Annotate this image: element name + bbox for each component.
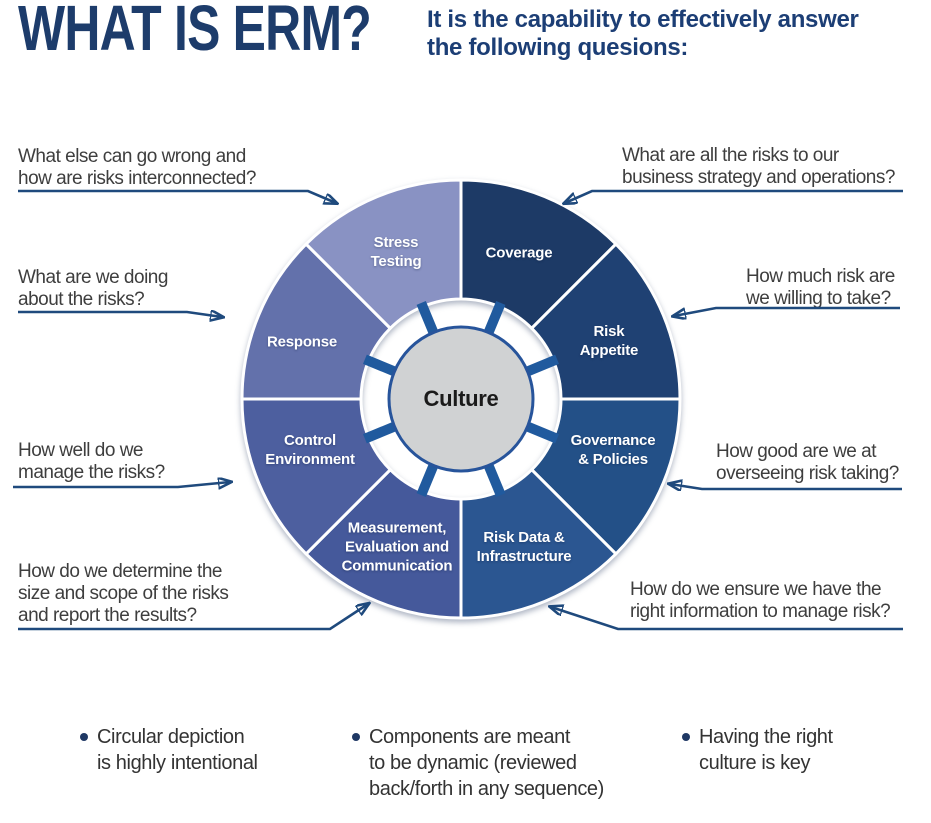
label-line: Appetite bbox=[579, 342, 639, 359]
label-response: Response bbox=[267, 333, 337, 352]
label-line: Risk Data & bbox=[483, 529, 565, 546]
question-line: how are risks interconnected? bbox=[18, 168, 256, 189]
question-line: What else can go wrong and bbox=[18, 146, 246, 167]
footnote-line: back/forth in any sequence) bbox=[369, 778, 604, 800]
footnote-line: to be dynamic (reviewed bbox=[369, 752, 577, 774]
question-line: overseeing risk taking? bbox=[716, 463, 899, 484]
label-line: Control bbox=[284, 432, 336, 449]
question-line: right information to manage risk? bbox=[630, 601, 891, 622]
segment-stress-testing bbox=[304, 178, 463, 330]
question-line: business strategy and operations? bbox=[622, 167, 895, 188]
question-line: What are we doing bbox=[18, 267, 168, 288]
question-line: and report the results? bbox=[18, 605, 197, 626]
bullet-icon bbox=[352, 733, 360, 741]
label-line: Environment bbox=[265, 451, 355, 468]
label-line: Coverage bbox=[485, 244, 553, 262]
question-line: How well do we bbox=[18, 440, 143, 461]
question-doing-about-risks: What are we doing about the risks? bbox=[18, 267, 168, 311]
label-governance-policies: Governance & Policies bbox=[571, 431, 656, 469]
footnote-culture-key: Having the right culture is key bbox=[682, 724, 833, 776]
bullet-icon bbox=[80, 733, 88, 741]
label-stress-testing: Stress Testing bbox=[371, 233, 422, 271]
footnote-dynamic: Components are meant to be dynamic (revi… bbox=[352, 724, 604, 802]
question-manage-risks: How well do we manage the risks? bbox=[18, 440, 165, 484]
question-size-scope: How do we determine the size and scope o… bbox=[18, 561, 229, 627]
culture-circle bbox=[387, 325, 535, 473]
label-control-environment: Control Environment bbox=[265, 431, 355, 469]
question-line: How good are we at bbox=[716, 441, 876, 462]
label-line: Testing bbox=[370, 253, 422, 270]
question-all-risks: What are all the risks to our business s… bbox=[622, 145, 895, 189]
footnote-line: culture is key bbox=[699, 752, 811, 774]
label-line: Stress bbox=[373, 234, 419, 251]
bullet-icon bbox=[682, 733, 690, 741]
question-risk-willing: How much risk are we willing to take? bbox=[746, 266, 895, 310]
question-line: How much risk are bbox=[746, 266, 895, 287]
question-line: we willing to take? bbox=[746, 288, 891, 309]
label-line: Risk bbox=[593, 323, 625, 340]
subtitle-line: It is the capability to effectively answ… bbox=[427, 6, 859, 33]
label-line: & Policies bbox=[578, 451, 648, 468]
question-line: manage the risks? bbox=[18, 462, 165, 483]
question-line: about the risks? bbox=[18, 289, 145, 310]
footnote-circular: Circular depiction is highly intentional bbox=[80, 724, 258, 776]
question-line: What are all the risks to our bbox=[622, 145, 839, 166]
label-measurement-evaluation-communication: Measurement, Evaluation and Communicatio… bbox=[342, 519, 453, 576]
label-line: Communication bbox=[341, 557, 453, 575]
label-risk-data-infrastructure: Risk Data & Infrastructure bbox=[477, 528, 572, 566]
page-subtitle: It is the capability to effectively answ… bbox=[427, 6, 859, 62]
label-line: Governance bbox=[570, 432, 656, 449]
label-line: Measurement, bbox=[347, 519, 447, 537]
label-line: Evaluation and bbox=[345, 538, 449, 556]
subtitle-line: the following quesions: bbox=[427, 34, 689, 61]
footnote-line: is highly intentional bbox=[97, 752, 258, 774]
arrow-response bbox=[18, 312, 222, 317]
label-line: Infrastructure bbox=[476, 548, 572, 565]
label-line: Response bbox=[266, 333, 338, 351]
footnote-line: Components are meant bbox=[369, 726, 571, 748]
question-overseeing: How good are we at overseeing risk takin… bbox=[716, 441, 899, 485]
question-line: How do we determine the bbox=[18, 561, 222, 582]
label-risk-appetite: Risk Appetite bbox=[579, 322, 639, 360]
question-line: How do we ensure we have the bbox=[630, 579, 882, 600]
question-line: size and scope of the risks bbox=[18, 583, 229, 604]
page-title: WHAT IS ERM? bbox=[18, 0, 372, 64]
footnote-line: Having the right bbox=[699, 726, 833, 748]
question-right-information: How do we ensure we have the right infor… bbox=[630, 579, 891, 623]
erm-wheel bbox=[240, 178, 682, 620]
question-go-wrong: What else can go wrong and how are risks… bbox=[18, 146, 256, 190]
footnote-line: Circular depiction bbox=[97, 726, 245, 748]
label-culture: Culture bbox=[423, 386, 499, 411]
label-coverage: Coverage bbox=[486, 244, 553, 263]
